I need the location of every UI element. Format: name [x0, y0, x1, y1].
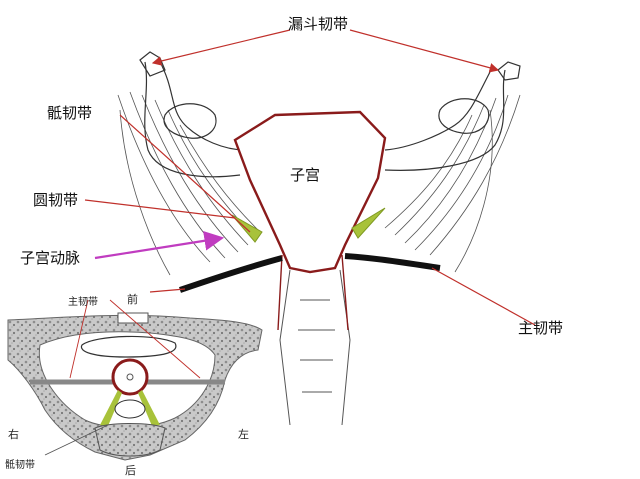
pointer-uterosacral [119, 114, 251, 233]
label-round: 圆韧带 [33, 191, 78, 209]
inset-pointer-cardinal [69, 299, 89, 379]
pointer-infundibulo-left [151, 29, 291, 66]
cardinal-ligament-left [179, 255, 283, 293]
label-infundibulopelvic: 漏斗韧带 [288, 15, 348, 33]
left-broad-ligament [117, 91, 259, 276]
pointer-cardinal-left [149, 288, 186, 293]
uterus-diagram [117, 51, 521, 426]
inset-label-uterosacral: 骶韧带 [5, 459, 35, 471]
right-broad-ligament [384, 94, 521, 273]
inset-cervical-canal [126, 373, 134, 381]
left-fimbria [139, 51, 166, 77]
inset-label-back: 后 [125, 464, 136, 477]
inset-uterosacral-right [138, 390, 160, 426]
inset-label-right: 右 [8, 427, 19, 441]
uterus-body [233, 110, 387, 274]
pelvic-cross-section-inset [7, 299, 263, 461]
right-ovary [438, 98, 490, 134]
cardinal-ligament-right [344, 253, 441, 271]
label-uterus: 子宫 [290, 166, 320, 184]
pointer-infundibulo-right [349, 29, 500, 73]
inset-label-left: 左 [238, 428, 249, 441]
pelvic-bone-ring [7, 314, 263, 461]
inset-rectum [114, 399, 146, 419]
inset-uterosacral-left [100, 390, 122, 426]
right-fimbria [497, 61, 521, 81]
inset-pointer-uterosacral [44, 424, 109, 456]
inset-label-front: 前 [127, 292, 138, 306]
pointer-lines [84, 29, 536, 326]
pubic-symphysis [117, 312, 149, 324]
pointer-cardinal [431, 267, 536, 326]
uterine-artery-arrow [94, 230, 225, 260]
inset-uterus [111, 358, 149, 396]
label-uterine-artery: 子宫动脉 [20, 249, 80, 267]
inset-pointer-cardinal-2 [109, 299, 201, 379]
vagina [279, 269, 351, 426]
left-tube [144, 61, 246, 178]
round-ligament-right [351, 207, 386, 239]
pointer-round [84, 199, 236, 219]
label-uterosacral: 骶韧带 [47, 104, 92, 122]
left-ovary [163, 103, 217, 139]
sacrum [94, 423, 166, 457]
label-cardinal: 主韧带 [518, 319, 563, 337]
right-tube [384, 69, 506, 171]
inset-label-cardinal: 主韧带 [68, 296, 98, 308]
bladder [80, 335, 177, 358]
cervix-outline [277, 254, 349, 331]
